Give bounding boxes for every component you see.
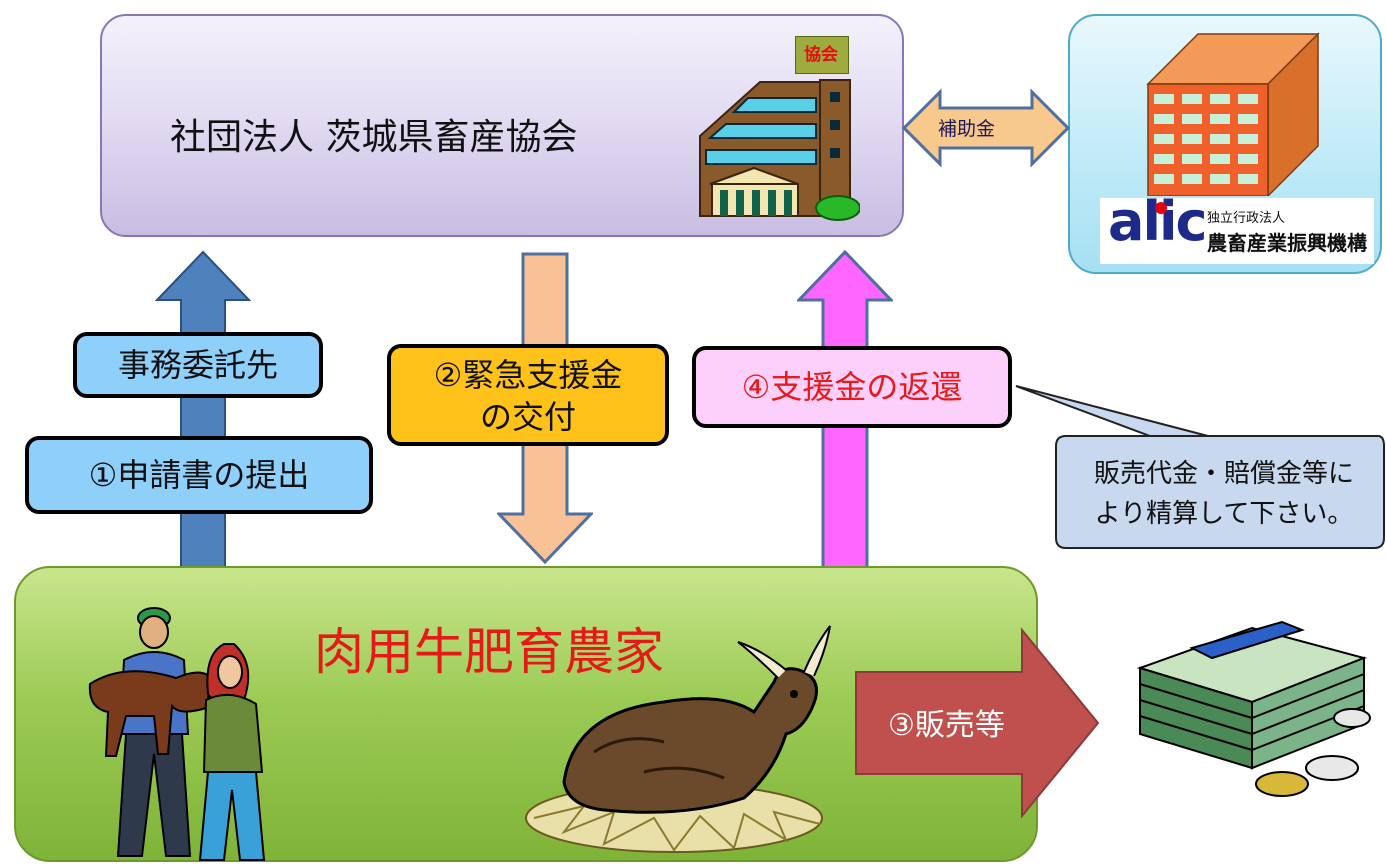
grant-label-line1: ②緊急支援金: [433, 356, 623, 394]
building-window: [1182, 94, 1202, 104]
association-name: 社団法人 茨城県畜産協会: [170, 117, 578, 158]
building-window: [1182, 114, 1202, 124]
building-window: [1154, 154, 1174, 164]
building-window: [1210, 114, 1230, 124]
callout-line1: 販売代金・賠償金等に: [1093, 459, 1354, 489]
building-window: [1182, 154, 1202, 164]
return-label: ④支援金の返還: [692, 346, 1012, 428]
alic-name: 農畜産業振興機構: [1207, 231, 1367, 255]
building-window: [1210, 174, 1230, 184]
building-window: [1182, 134, 1202, 144]
association-sign: [795, 36, 849, 74]
callout-bubble: [1015, 385, 1385, 549]
application-label: ①申請書の提出: [25, 436, 373, 514]
building-window: [1238, 174, 1258, 184]
building-window: [1210, 94, 1230, 104]
alic-logo-dot: [1155, 202, 1167, 214]
subsidy-label: 補助金: [938, 118, 996, 140]
building-window: [1238, 114, 1258, 124]
alic-logo-panel: [1100, 198, 1374, 264]
money-stack-icon: [1136, 620, 1371, 797]
farmers-with-calf-icon: [88, 607, 266, 861]
callout-text: 販売代金・賠償金等に より精算して下さい。: [1066, 454, 1382, 534]
building-window: [1154, 94, 1174, 104]
building-window: [1154, 134, 1174, 144]
building-window: [1238, 94, 1258, 104]
arrow-up-application: [155, 250, 251, 571]
building-window: [1238, 134, 1258, 144]
building-window: [1154, 174, 1174, 184]
association-sign-label: 協会: [804, 45, 838, 65]
building-window: [1182, 174, 1202, 184]
resting-cow-icon: [525, 625, 831, 853]
subsidy-double-arrow: [901, 88, 1071, 168]
arrow-right-sales: [855, 627, 1100, 819]
building-window: [1210, 134, 1230, 144]
sales-label: ③販売等: [888, 708, 1005, 743]
alic-logo: alic: [1108, 190, 1207, 253]
office-label: 事務委託先: [73, 332, 323, 398]
building-window: [1210, 154, 1230, 164]
alic-subtitle: 独立行政法人: [1207, 211, 1286, 226]
office-building-icon: [699, 79, 860, 221]
farm-title: 肉用牛肥育農家: [314, 623, 664, 681]
callout-line2: より精算して下さい。: [1094, 499, 1354, 529]
alic-building-icon: [1146, 32, 1320, 196]
grant-label: ②緊急支援金 の交付: [387, 344, 669, 446]
building-window: [1238, 154, 1258, 164]
grant-label-line2: の交付: [479, 398, 576, 436]
building-window: [1154, 114, 1174, 124]
